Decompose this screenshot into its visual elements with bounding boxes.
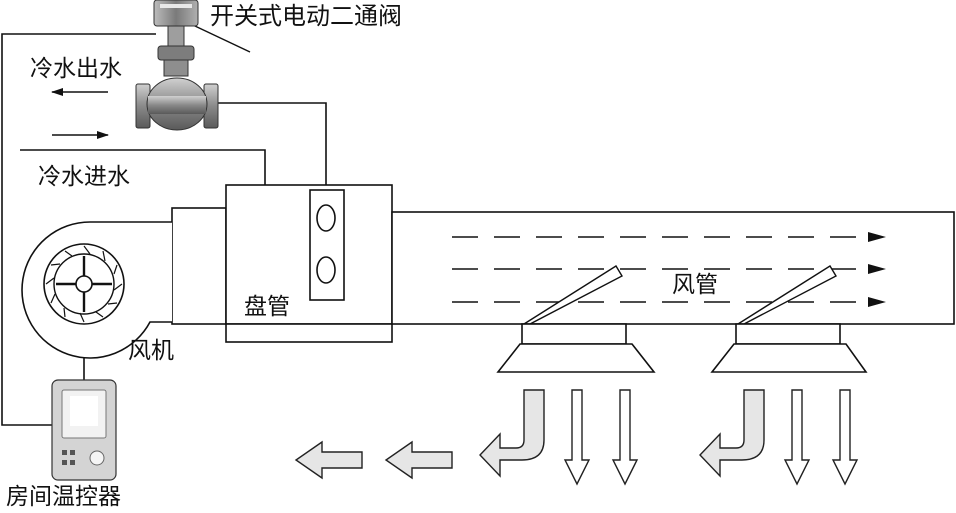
thermostat-icon — [51, 379, 117, 481]
airflow-arrowhead — [868, 264, 886, 274]
air-duct — [391, 211, 955, 325]
valve-label: 开关式电动二通阀 — [210, 2, 402, 30]
supply-air-icon — [831, 389, 859, 486]
coil-section — [225, 184, 393, 325]
return-air-icon — [699, 389, 765, 478]
duct-airflow — [452, 236, 870, 303]
coil-label: 盘管 — [244, 294, 290, 320]
airflow-arrowhead — [868, 297, 886, 307]
chilled-water-out-label: 冷水出水 — [30, 56, 122, 82]
thermostat-label: 房间温控器 — [6, 484, 121, 510]
return-air-arrow-icon — [294, 440, 363, 480]
airflow-arrowhead — [868, 232, 886, 242]
fan-label: 风机 — [128, 338, 174, 364]
diffuser-damper-icon — [710, 265, 868, 373]
supply-air-icon — [563, 389, 591, 486]
coil-base — [225, 323, 393, 343]
fan-outlet — [171, 207, 227, 325]
control-wire — [1, 33, 156, 426]
supply-air-icon — [783, 389, 811, 486]
fan-icon — [21, 221, 172, 359]
chilled-water-in-label: 冷水进水 — [38, 164, 130, 190]
supply-air-icon — [611, 389, 639, 486]
return-air-arrow-icon — [384, 440, 453, 480]
valve-icon — [135, 0, 251, 131]
coil-icon — [309, 189, 345, 301]
return-air-icon — [479, 389, 545, 478]
water-out-pipe — [206, 102, 327, 190]
duct-label: 风管 — [672, 272, 718, 298]
diffuser-damper-icon — [496, 265, 656, 373]
